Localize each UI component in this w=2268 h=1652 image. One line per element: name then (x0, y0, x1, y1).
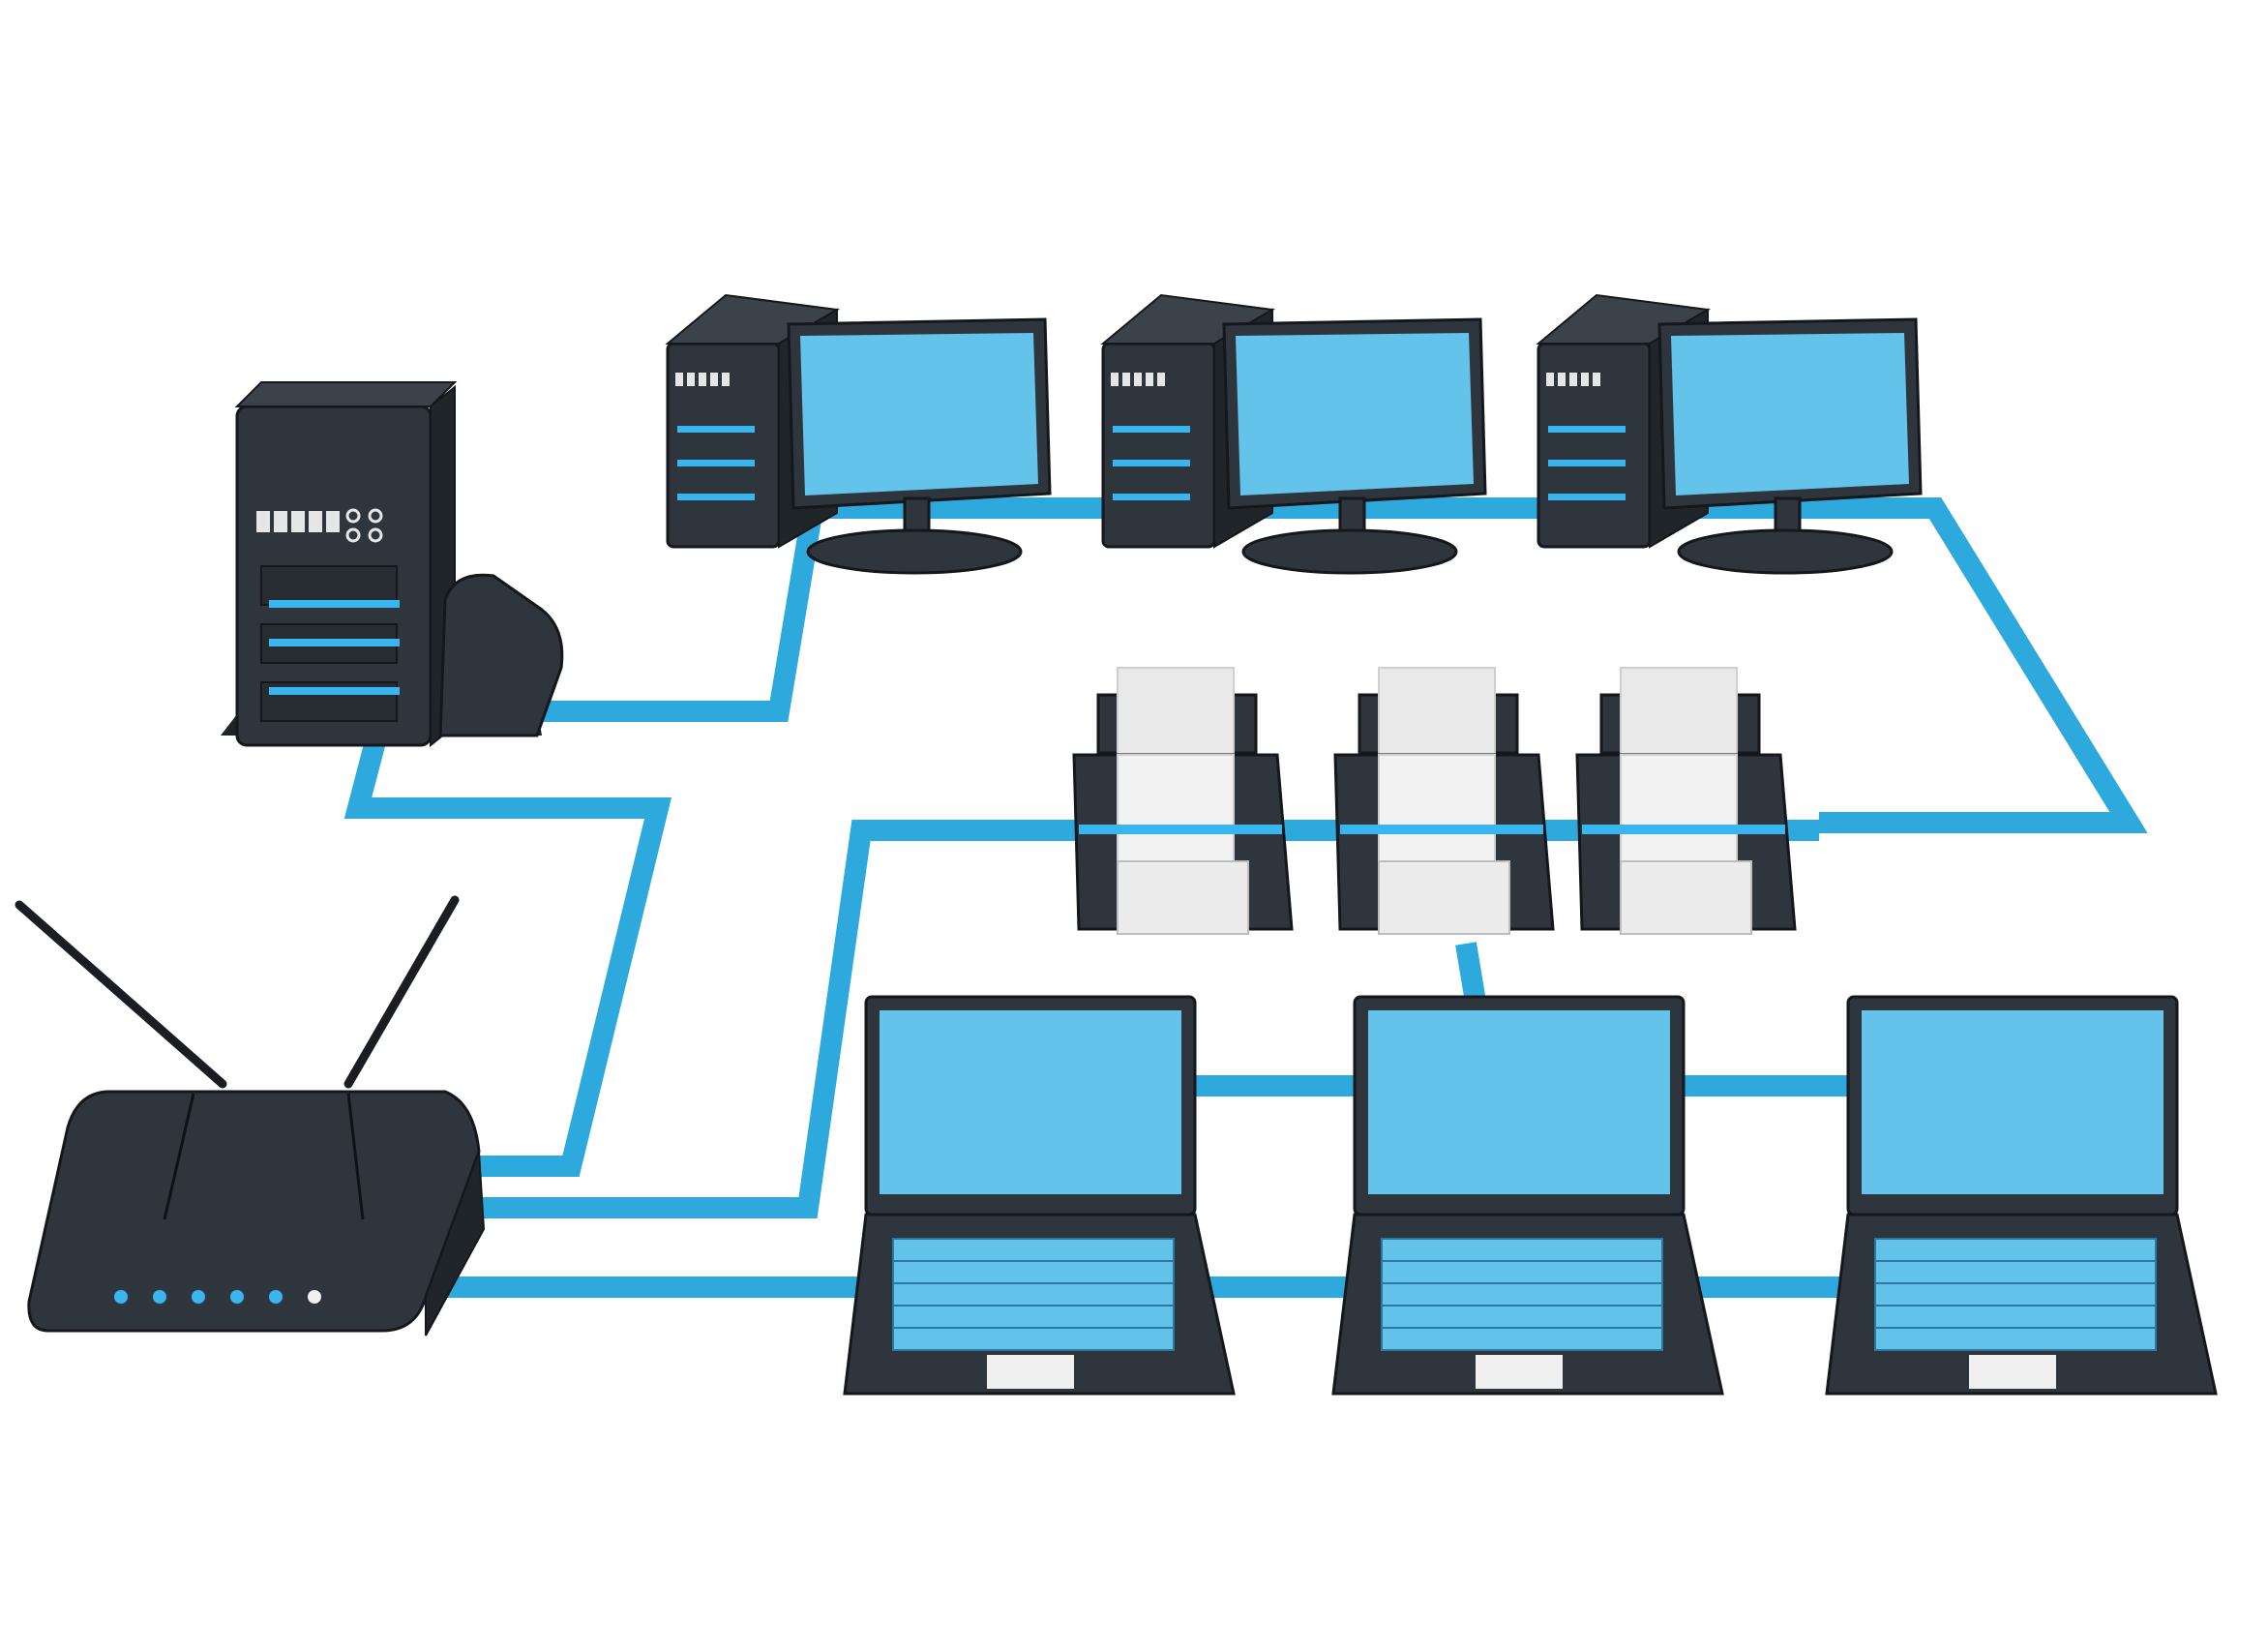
printer-icon (1072, 667, 1294, 935)
laptop-icon (1331, 995, 1724, 1396)
router-icon (15, 895, 486, 1337)
desktop-computer-icon (665, 293, 1052, 575)
server-tower-icon (221, 381, 564, 748)
printer-icon (1333, 667, 1555, 935)
router-leds (114, 1290, 321, 1304)
cable-printers-laptops (1455, 942, 1486, 1004)
desktop-computer-icon (1536, 293, 1923, 575)
cable-server-workstations (532, 497, 2148, 833)
antenna-right (343, 895, 460, 1089)
laptop-icon (843, 995, 1236, 1396)
printer-icon (1575, 667, 1797, 935)
cable-router-server (343, 694, 671, 1177)
desktop-computer-icon (1100, 293, 1487, 575)
antenna-left (15, 900, 227, 1089)
laptop-icon (1825, 995, 2218, 1396)
